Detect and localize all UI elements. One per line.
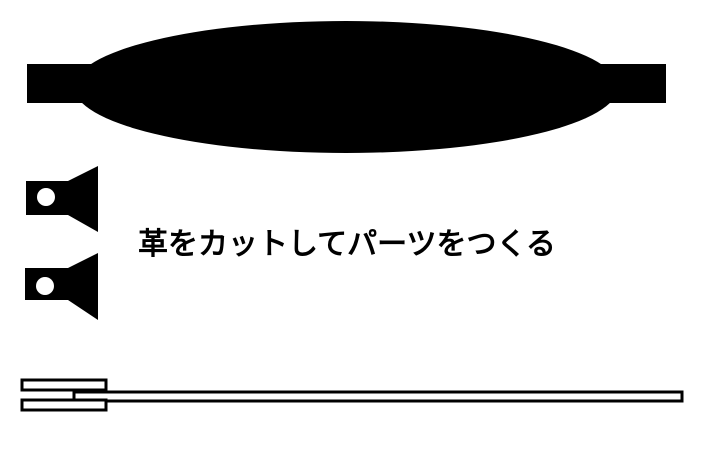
strap-oval-body — [74, 21, 618, 153]
strip-end-piece-bottom — [20, 398, 108, 412]
long-strip-part — [20, 378, 684, 412]
end-tab-bottom-part — [25, 253, 98, 320]
end-tab-top-shape — [26, 166, 98, 232]
strap-body-part — [27, 21, 666, 153]
end-tab-bottom-shape — [25, 253, 98, 320]
end-tab-top-hole — [37, 188, 55, 206]
end-tab-bottom-hole — [36, 277, 54, 295]
end-tab-top-part — [26, 166, 98, 232]
caption-text: 革をカットしてパーツをつくる — [138, 227, 556, 262]
strip-end-piece-top — [20, 378, 108, 392]
long-strip-band — [72, 390, 684, 403]
